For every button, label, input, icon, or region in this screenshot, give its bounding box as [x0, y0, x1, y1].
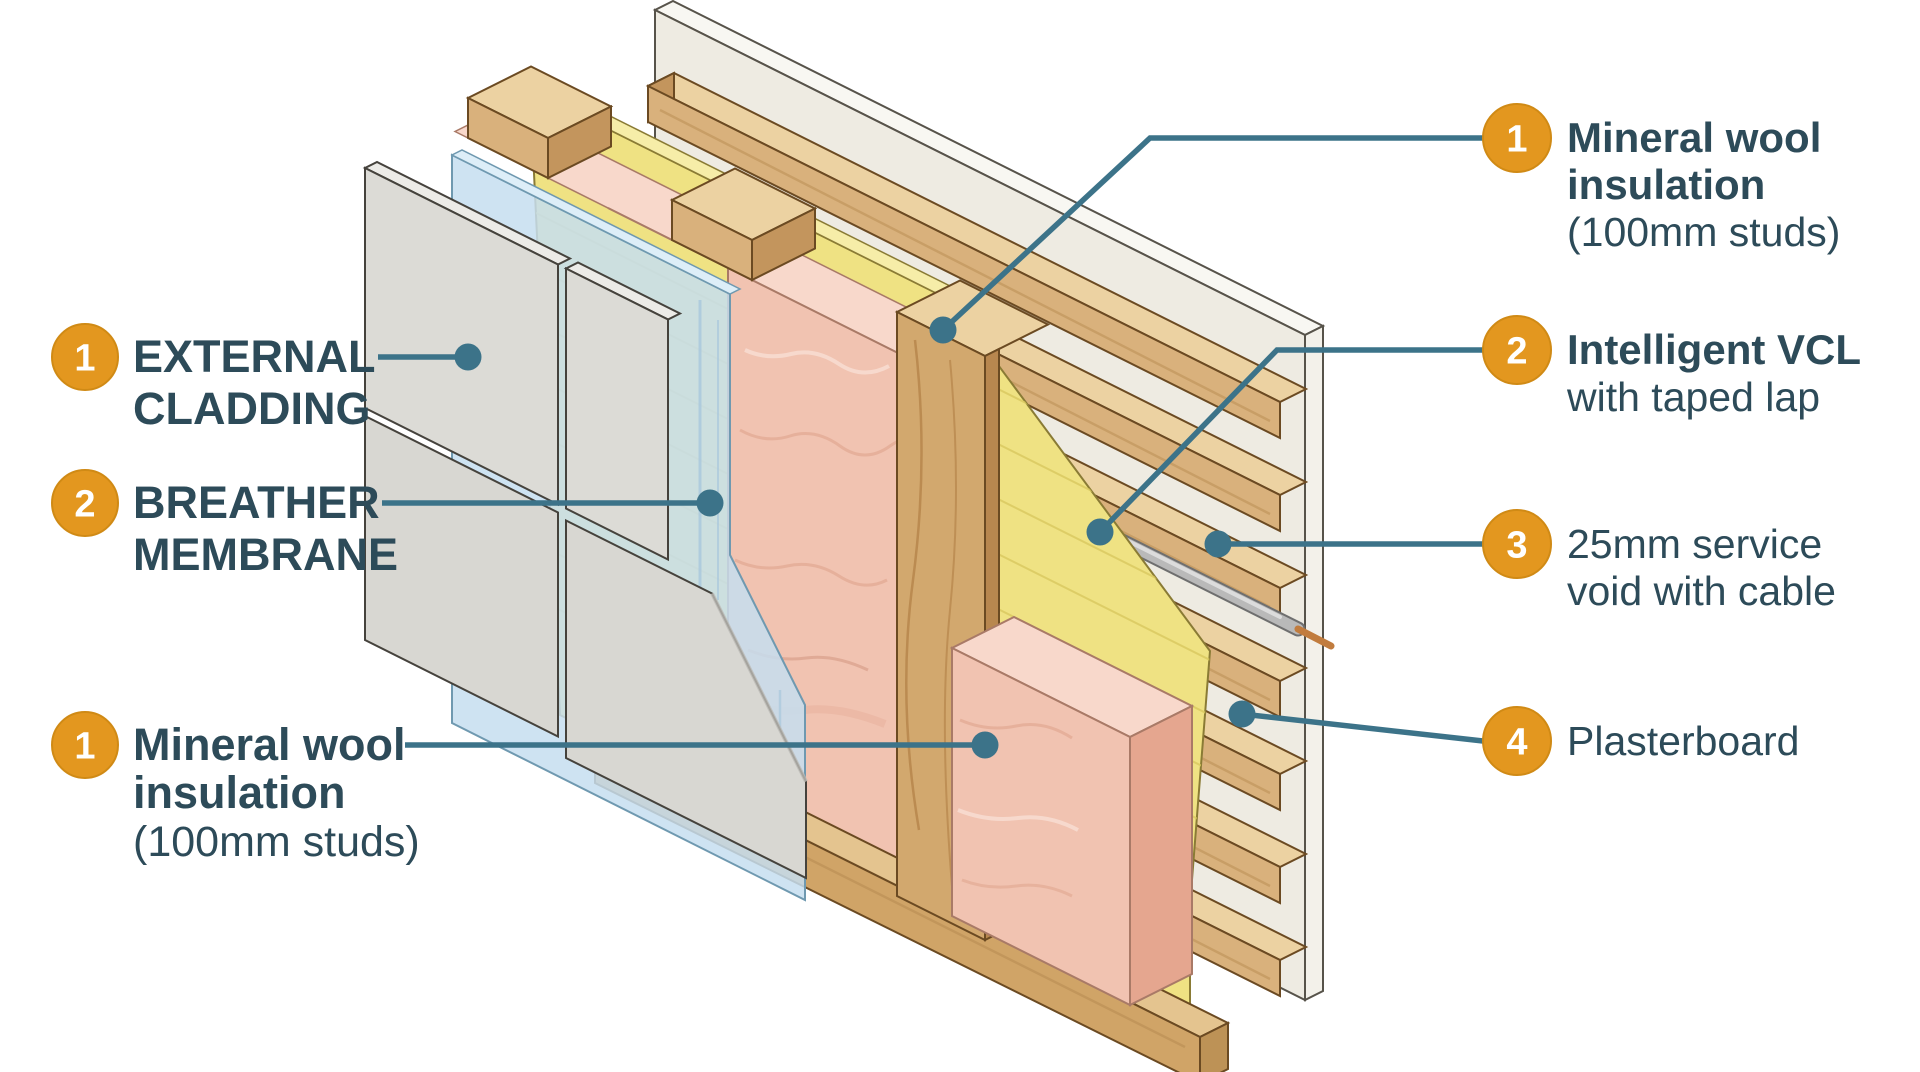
label-line: Plasterboard — [1567, 718, 1799, 764]
badge-number: 1 — [74, 726, 95, 768]
label-plasterboard: 4 Plasterboard — [1482, 706, 1799, 776]
stud-top-block-rear — [465, 65, 614, 180]
badge-number: 1 — [74, 338, 95, 380]
dot-plasterboard — [1228, 700, 1256, 728]
batten-face — [647, 84, 1281, 440]
cladding-panel-top-left — [362, 160, 573, 507]
dot-mineral-wool-left — [971, 731, 999, 759]
dot-mineral-wool-right — [929, 316, 957, 344]
badge-number: 4 — [1506, 722, 1527, 764]
label-intelligent-vcl: 2 Intelligent VCL with taped lap — [1482, 315, 1861, 420]
label-line: insulation — [1567, 161, 1765, 208]
label-line: CLADDING — [133, 383, 370, 434]
leader-mineral-wool-right — [941, 135, 1483, 333]
label-external-cladding: 1 EXTERNAL CLADDING — [51, 323, 376, 434]
label-line: Mineral wool — [1567, 114, 1821, 161]
badge-number: 3 — [1506, 525, 1527, 567]
insulation-batt-small — [949, 615, 1195, 1007]
label-line: MEMBRANE — [133, 529, 398, 580]
label-line: Intelligent VCL — [1567, 326, 1861, 373]
stud-top-block-middle — [669, 167, 818, 282]
label-line: with taped lap — [1566, 374, 1820, 420]
batten-grain — [659, 108, 1271, 423]
label-mineral-wool-right: 1 Mineral wool insulation (100mm studs) — [1482, 103, 1840, 255]
label-service-void: 3 25mm service void with cable — [1482, 509, 1836, 614]
label-line: (100mm studs) — [1567, 209, 1840, 255]
cladding-panels — [362, 160, 808, 880]
badge-icon — [51, 711, 119, 779]
label-line: (100mm studs) — [133, 818, 420, 866]
dot-service-void — [1204, 530, 1232, 558]
leader-vcl — [1098, 347, 1483, 534]
dot-breather-membrane — [696, 489, 724, 517]
label-line: Mineral wool — [133, 719, 406, 770]
label-mineral-wool-left: 1 Mineral wool insulation (100mm studs) — [51, 711, 420, 866]
badge-icon — [51, 469, 119, 537]
badge-icon — [1482, 103, 1552, 173]
callout-dots — [454, 316, 1256, 759]
badge-number: 2 — [1506, 331, 1527, 373]
leader-lines — [378, 135, 1484, 748]
label-line: insulation — [133, 767, 346, 818]
badge-icon — [51, 323, 119, 391]
dot-vcl — [1086, 518, 1114, 546]
badge-icon — [1482, 509, 1552, 579]
label-line: BREATHER — [133, 477, 380, 528]
badge-number: 1 — [1506, 119, 1527, 161]
label-line: 25mm service — [1567, 521, 1822, 567]
badge-icon — [1482, 315, 1552, 385]
dot-external-cladding — [454, 343, 482, 371]
leader-plasterboard — [1241, 711, 1484, 744]
cladding-panel-bottom-left — [364, 414, 559, 739]
badge-number: 2 — [74, 484, 95, 526]
label-line: void with cable — [1567, 568, 1836, 614]
label-breather-membrane: 2 BREATHER MEMBRANE — [51, 469, 398, 580]
badge-icon — [1482, 706, 1552, 776]
cable-copper-tip — [1294, 625, 1335, 650]
label-line: EXTERNAL — [133, 331, 376, 382]
cladding-panel-top-right — [563, 261, 683, 562]
cladding-panel-bottom-right — [565, 518, 808, 880]
